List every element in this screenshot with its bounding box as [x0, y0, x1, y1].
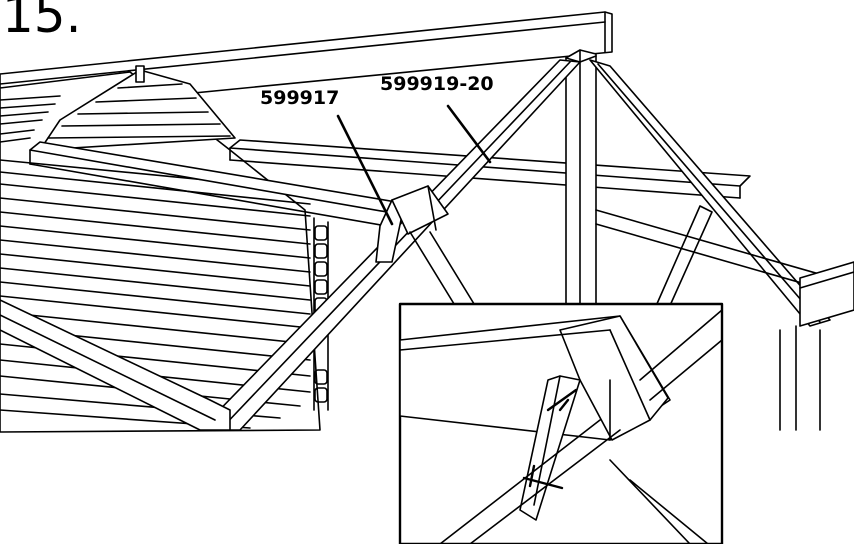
lower-rafter-left	[0, 299, 231, 431]
roof-peak-shingles	[39, 65, 236, 151]
screw-icon	[546, 388, 578, 412]
detail-inset	[398, 302, 724, 544]
corner-post	[565, 49, 597, 331]
leader-599917	[336, 114, 394, 226]
leader-599919-20	[446, 104, 492, 164]
part-label-599919-20: 599919-20	[380, 73, 494, 95]
screw-icon	[522, 464, 564, 490]
step-number: 15.	[2, 0, 82, 44]
part-label-599917: 599917	[260, 87, 340, 109]
leader-lines	[336, 104, 492, 226]
right-framing	[595, 205, 854, 431]
rafter-right	[589, 59, 831, 327]
